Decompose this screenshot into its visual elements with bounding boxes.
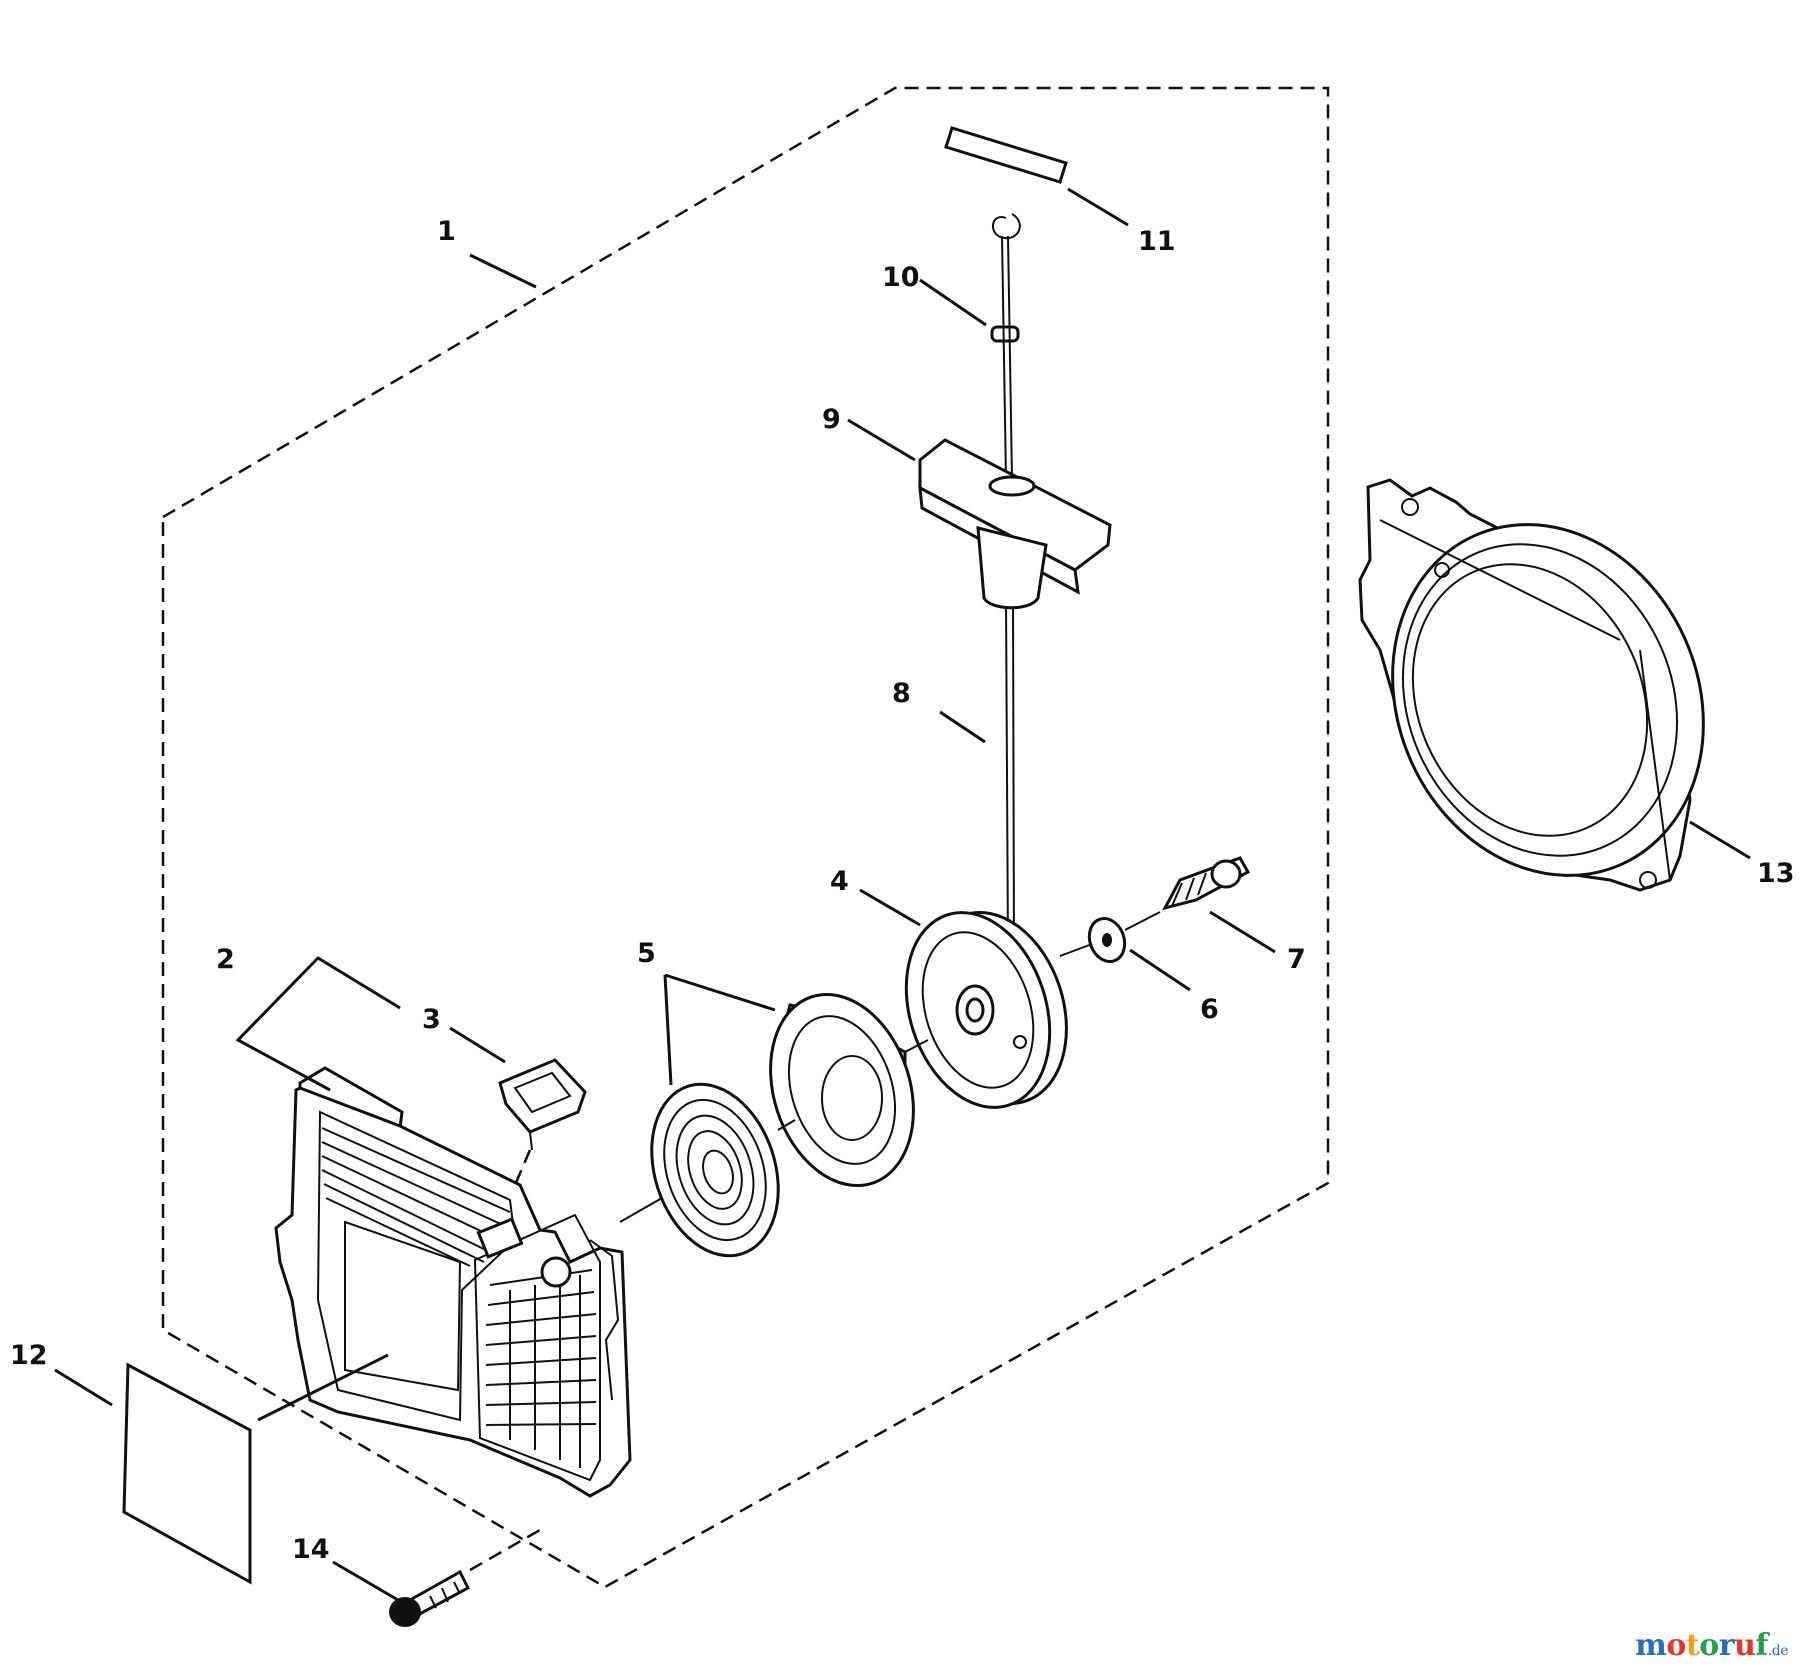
callout-2: 2 [216, 944, 235, 975]
callout-11: 11 [1138, 226, 1176, 257]
part-10-rope-guide [990, 213, 1021, 343]
callout-13: 13 [1757, 858, 1795, 889]
part-3-rope-guide-bushing [498, 1058, 587, 1151]
part-14-bolt [389, 1569, 470, 1627]
callout-10: 10 [882, 262, 920, 293]
watermark-tld: .de [1767, 1643, 1789, 1659]
part-7-screw [1162, 856, 1251, 911]
assembly-outline [161, 86, 1330, 1589]
part-6-washer [1087, 917, 1127, 963]
part-13-fan-shroud [1358, 478, 1705, 892]
spring-axis-line-2 [619, 1197, 663, 1223]
watermark-letter: f [1755, 1628, 1768, 1663]
spring-axis-line [777, 1119, 796, 1131]
part-5-recoil-spring [650, 1082, 780, 1258]
watermark-letter: t [1685, 1628, 1700, 1663]
part-8-starter-rope [1001, 235, 1015, 951]
callout-1: 1 [437, 216, 456, 247]
callout-8: 8 [892, 678, 911, 709]
watermark-letter: r [1718, 1628, 1735, 1663]
part-2-starter-housing [274, 1066, 632, 1498]
bolt-axis-line [469, 1528, 541, 1572]
watermark-letter: u [1734, 1628, 1756, 1663]
screw-axis-line-2 [1124, 911, 1161, 931]
callout-3: 3 [422, 1004, 441, 1035]
housing-grille [321, 1127, 597, 1468]
bushing-axis-line [498, 1149, 532, 1221]
leader-lines [54, 187, 1751, 1602]
callout-5: 5 [637, 938, 656, 969]
screw-axis-line [1059, 943, 1093, 957]
callout-7: 7 [1287, 944, 1306, 975]
callout-12: 12 [10, 1340, 48, 1371]
callout-14: 14 [292, 1534, 330, 1565]
watermark-letter: o [1666, 1628, 1686, 1663]
watermark-letter: m [1635, 1628, 1667, 1663]
case-axis-line [904, 1039, 929, 1053]
part-11-label [944, 126, 1068, 184]
callout-9: 9 [822, 404, 841, 435]
part-9-starter-handle [918, 438, 1112, 610]
callout-6: 6 [1200, 994, 1219, 1025]
callouts: 1 11 10 9 8 4 5 3 2 6 7 12 14 13 [10, 216, 1795, 1565]
part-5-spring-case [769, 992, 915, 1188]
motoruf-watermark-logo: motoruf.de [1635, 1628, 1788, 1663]
part-12-cover-plate [122, 1362, 252, 1585]
part-4-rope-pulley [904, 910, 1068, 1109]
watermark-letter: o [1699, 1628, 1719, 1663]
callout-4: 4 [830, 866, 849, 897]
